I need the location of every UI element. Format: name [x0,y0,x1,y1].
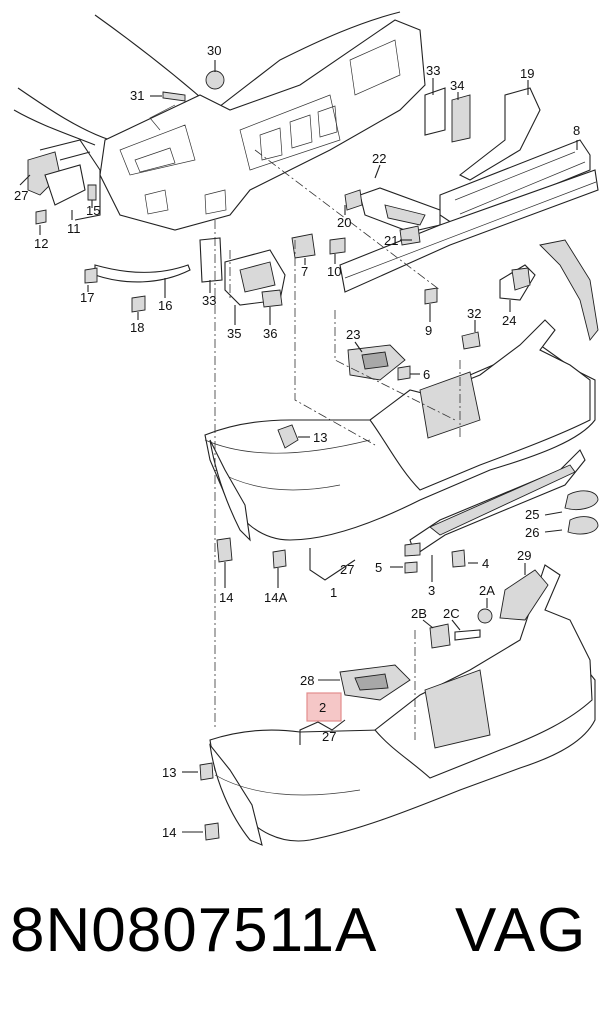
callout-3: 3 [428,583,435,598]
upper-small-parts [27,70,599,381]
callout-36: 36 [263,326,277,341]
rear-bumper-assembly-2 [199,564,596,846]
callout-27b: 27 [340,562,354,577]
callout-18: 18 [130,320,144,335]
callout-35: 35 [227,326,241,341]
highlight-box-callout-2 [306,692,342,722]
callout-8: 8 [573,123,580,138]
callout-27c: 27 [322,729,336,744]
callout-2: 2 [319,700,326,715]
reference-lines [214,149,461,740]
callout-10: 10 [327,264,341,279]
callout-16: 16 [158,298,172,313]
callout-9: 9 [425,323,432,338]
callout-28: 28 [300,673,314,688]
callout-2A: 2A [479,583,495,598]
callout-22: 22 [372,151,386,166]
callout-13b: 13 [162,765,176,780]
brand-name: VAG [455,896,588,965]
callout-11: 11 [67,221,81,236]
callout-7: 7 [301,264,308,279]
callout-2B: 2B [411,606,427,621]
callout-33b: 33 [202,293,216,308]
callout-20: 20 [337,215,351,230]
callout-31: 31 [130,88,144,103]
callout-labels: 30 31 33 34 19 8 27 15 12 11 22 20 21 17… [14,43,580,840]
callout-5: 5 [375,560,382,575]
leader-lines [19,60,578,833]
callout-27: 27 [14,188,28,203]
callout-12: 12 [34,236,48,251]
callout-19: 19 [520,66,534,81]
callout-23: 23 [346,327,360,342]
callout-17: 17 [80,290,94,305]
callout-4: 4 [482,556,489,571]
callout-13: 13 [313,430,327,445]
callout-34: 34 [450,78,464,93]
callout-24: 24 [502,313,516,328]
callout-14A: 14A [264,590,287,605]
callout-32: 32 [467,306,481,321]
callout-25: 25 [525,507,539,522]
callout-14: 14 [219,590,233,605]
part-number: 8N0807511A [10,896,378,965]
callout-21: 21 [384,233,398,248]
callout-1: 1 [330,585,337,600]
callout-14b: 14 [162,825,176,840]
rear-bumper-assembly-1 [204,239,599,574]
callout-6: 6 [423,367,430,382]
rear-body-panel [13,11,426,231]
exploded-parts-diagram: 30 31 33 34 19 8 27 15 12 11 22 20 21 17… [13,11,599,846]
callout-2C: 2C [443,606,460,621]
callout-33: 33 [426,63,440,78]
callout-26: 26 [525,525,539,540]
callout-30: 30 [207,43,221,58]
callout-15: 15 [86,203,100,218]
caption-bar: 8N0807511A VAG [0,895,600,995]
callout-29: 29 [517,548,531,563]
